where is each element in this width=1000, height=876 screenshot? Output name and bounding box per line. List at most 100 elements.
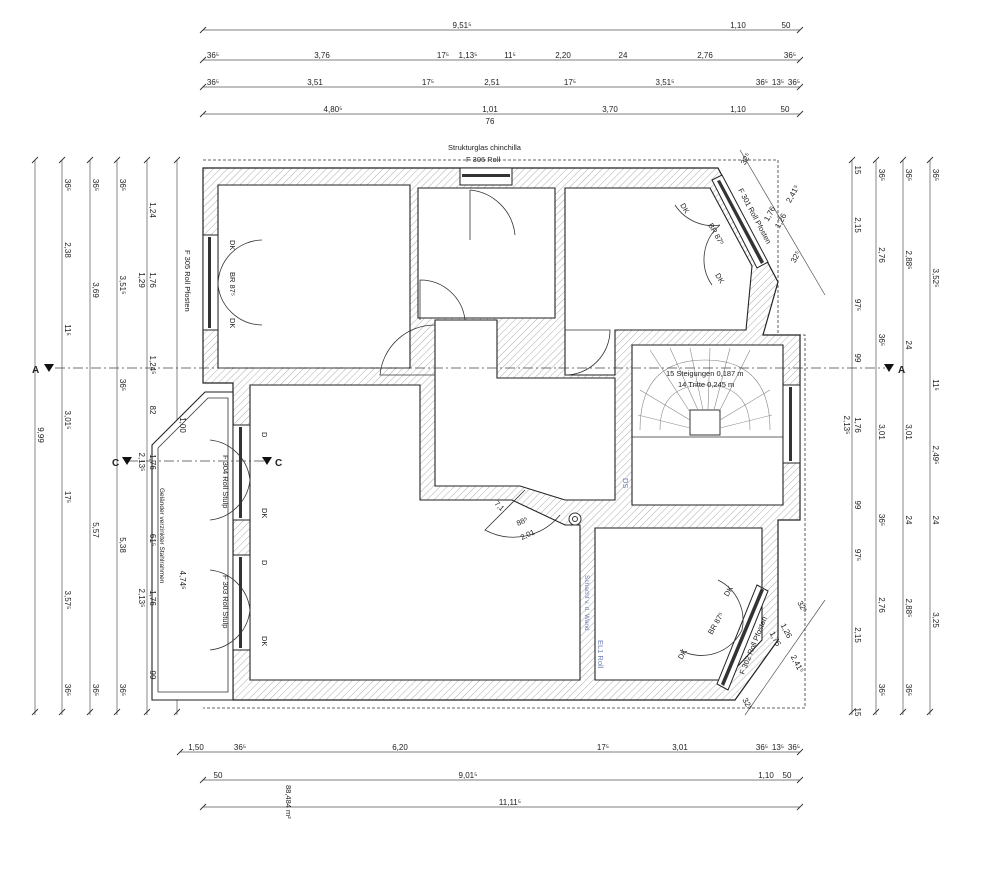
section-a-right-marker [884, 364, 894, 372]
dimension-label: 99 [853, 501, 862, 510]
dimension-tick [199, 776, 207, 784]
dimension-label: 1,00 [178, 417, 187, 433]
sash-label: BR 87⁵ [228, 272, 237, 296]
dimension-label: 2,76 [877, 247, 886, 263]
dimension-tick [173, 156, 181, 164]
dimension-label: 99 [853, 354, 862, 363]
diagonal-dimension-label: 32⁵ [795, 599, 809, 614]
dimension-label: 36⁵ [788, 743, 800, 752]
dimension-label: 11,11⁵ [499, 798, 521, 807]
dimension-label: 2,13⁵ [137, 453, 146, 472]
dimension-label: 36⁵ [91, 179, 100, 191]
section-a-right-label: A [898, 365, 905, 376]
dimension-label: 36⁵ [118, 379, 127, 391]
doors [209, 189, 744, 656]
sash-label: DK [228, 240, 237, 250]
dimension-label: 97⁵ [853, 549, 862, 561]
dimension-label: 4,80⁵ [324, 105, 343, 114]
dimension-label: 99 [148, 671, 157, 680]
dimension-tick [926, 708, 934, 716]
dimension-label: 1,76 [148, 454, 157, 470]
dimension-label: 1,76 [148, 590, 157, 606]
diagonal-dimension-line [744, 599, 826, 716]
dimension-tick [899, 708, 907, 716]
dimension-label: 36⁵ [63, 179, 72, 191]
sash-label: DK [260, 636, 269, 646]
dimension-label: 2,38 [63, 242, 72, 258]
dimension-tick [872, 156, 880, 164]
dimension-tick [31, 708, 39, 716]
dimension-tick [113, 156, 121, 164]
section-c-right-marker [262, 457, 272, 465]
window-f305-label: F 305 Roll Pfosten [183, 250, 192, 312]
railing-note: Geländer verzinkter Stahlrahmen [158, 488, 165, 584]
floor-area: 88,484 m² [284, 785, 293, 819]
balcony-railing [157, 397, 229, 693]
dimension-label: 36⁵ [207, 51, 219, 60]
window-f306 [459, 167, 513, 186]
dimension-tick [86, 708, 94, 716]
dimension-label: 11⁵ [63, 324, 72, 336]
dimension-tick [58, 708, 66, 716]
section-a-left-label: A [32, 365, 39, 376]
dimension-label: 2,88⁵ [904, 599, 913, 618]
stairs-risers: 15 Steigungen 0,187 m [666, 369, 744, 378]
dimension-label: 15 [853, 708, 862, 717]
dimension-tick [796, 83, 804, 91]
diagonal-dimension-label: 32⁵ [739, 151, 753, 166]
dimension-tick [113, 708, 121, 716]
dimension-label: 11⁵ [504, 51, 516, 60]
dimension-label: 36⁵ [904, 169, 913, 181]
dimension-tick [58, 156, 66, 164]
dimension-label: 3,01 [672, 743, 688, 752]
dimension-label: 24 [619, 51, 628, 60]
diagonal-dimension-label: 32⁵ [789, 249, 803, 264]
dimension-tick [199, 803, 207, 811]
dimension-label: 2,76 [697, 51, 713, 60]
dimension-label: 15 [853, 166, 862, 175]
room-bottom-right [594, 527, 763, 681]
dimension-tick [796, 776, 804, 784]
window-f301 [711, 174, 769, 269]
stairs-treads: 14 Tritte 0,245 m [678, 380, 734, 389]
dimension-label: 50 [781, 105, 790, 114]
room-bath [417, 187, 556, 319]
dimension-label: 2,20 [555, 51, 571, 60]
window-f306-label: F 306 Roll [466, 155, 501, 164]
dimension-label: 2,13⁵ [137, 589, 146, 608]
dimension-label: 5,57 [91, 522, 100, 538]
dimension-tick [143, 708, 151, 716]
dimension-label: 50 [782, 21, 791, 30]
window-f302 [716, 584, 769, 691]
hallway [434, 319, 616, 501]
dimension-tick [199, 56, 207, 64]
dimension-label: 82 [148, 406, 157, 415]
section-c-left-label: C [112, 458, 119, 469]
section-c-right-label: C [275, 458, 282, 469]
window-glass-note: Strukturglas chinchilla [448, 143, 522, 152]
dimension-tick [926, 156, 934, 164]
diagonal-dimension-line [739, 149, 826, 296]
dimension-label: 36⁵ [207, 78, 219, 87]
balcony [151, 391, 234, 701]
dimension-tick [899, 156, 907, 164]
dimension-label: 3,51⁵ [656, 78, 675, 87]
dimension-label: 2,13⁵ [842, 416, 851, 435]
dimension-label: 1,01 [482, 105, 498, 114]
dimension-label: 36⁵ [756, 743, 768, 752]
dimension-label: 17⁵ [422, 78, 434, 87]
dimension-label: 24 [931, 516, 940, 525]
dimension-tick [796, 110, 804, 118]
dimension-label: 1,10 [730, 105, 746, 114]
room-top-left [217, 184, 411, 369]
dimension-label: 1,76 [148, 272, 157, 288]
diagonal-dimension-label: 2,41⁵ [789, 653, 806, 674]
dimension-label: 36⁵ [91, 684, 100, 696]
dimension-label: 36⁵ [788, 78, 800, 87]
dimension-label: 97⁵ [853, 299, 862, 311]
dimension-tick [796, 748, 804, 756]
roof-outline [203, 159, 806, 709]
dimension-label: 2,51 [484, 78, 500, 87]
sash-label: DK [228, 318, 237, 328]
dimension-label: 3,51 [307, 78, 323, 87]
